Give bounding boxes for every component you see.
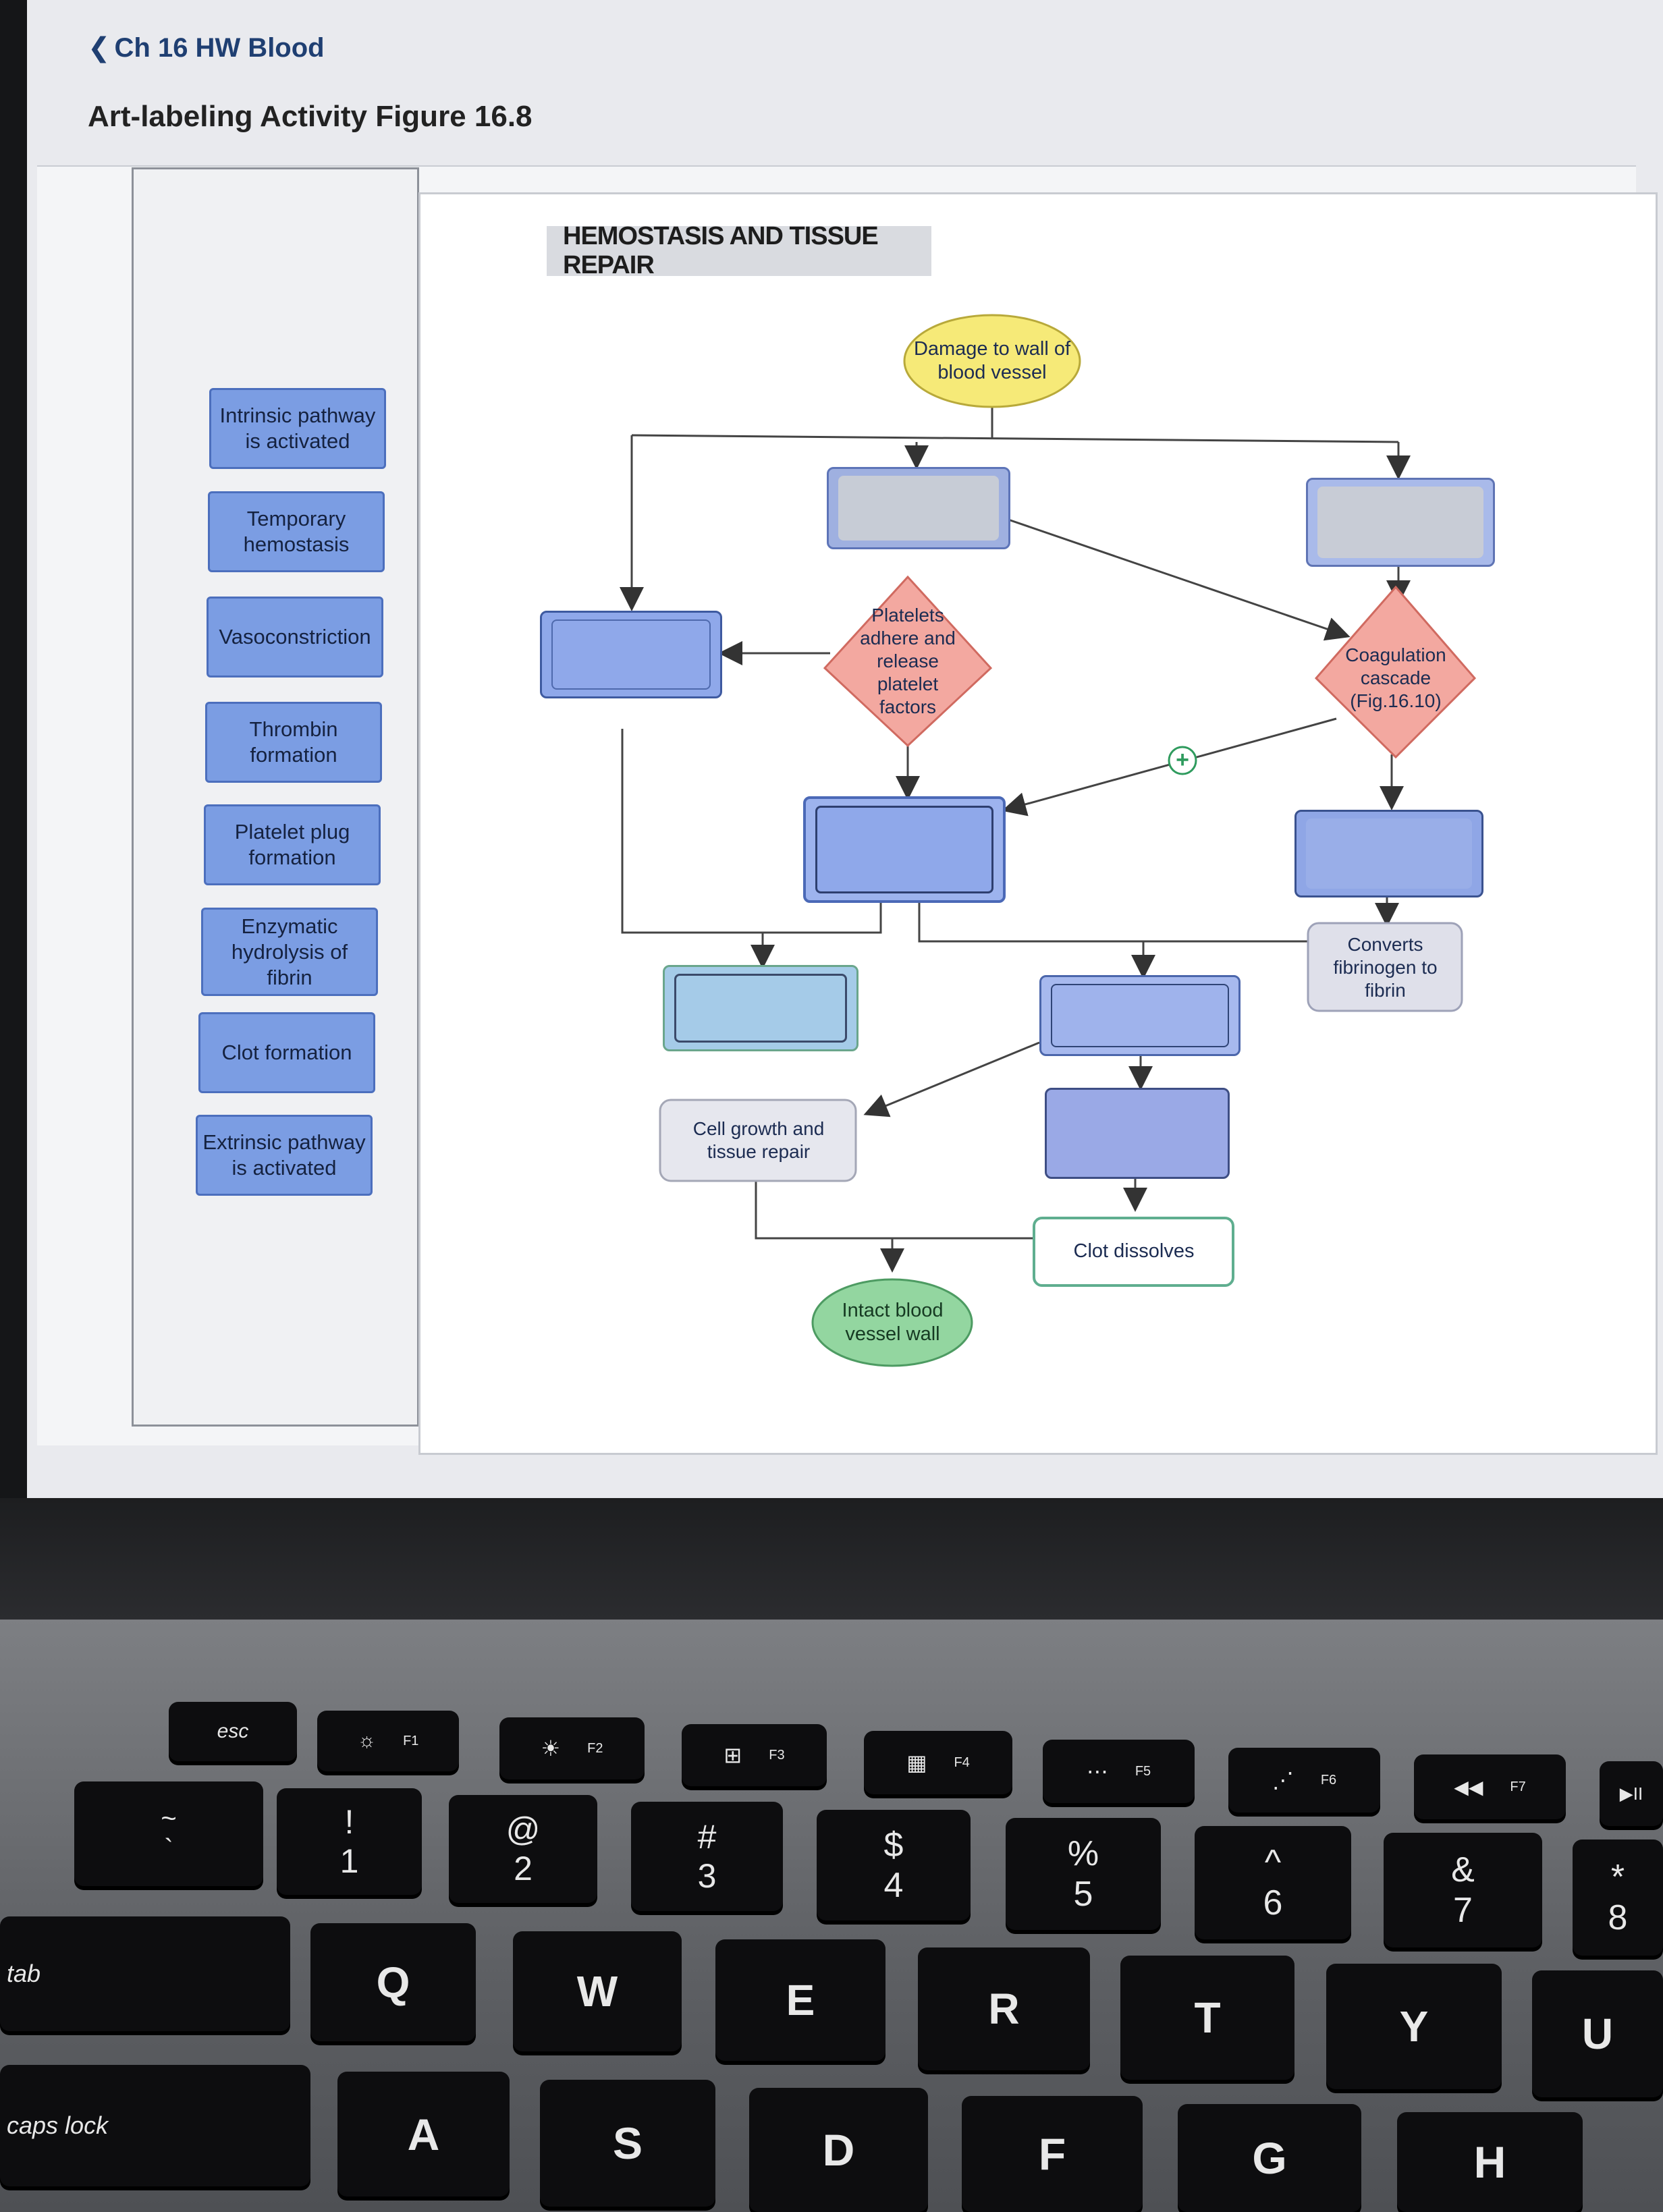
key-e[interactable]: E xyxy=(715,1939,885,2061)
platelets-node-shape xyxy=(823,575,993,748)
intact-node-label: Intact blood vessel wall xyxy=(842,1299,944,1345)
key-f1[interactable]: ☼F1 xyxy=(317,1711,459,1771)
key-3[interactable]: #3 xyxy=(631,1802,783,1911)
label-vasoconstriction[interactable]: Vasoconstriction xyxy=(207,597,383,678)
back-link-label: Ch 16 HW Blood xyxy=(114,33,325,63)
key-f8[interactable]: ▶II xyxy=(1600,1761,1663,1826)
label-platelet-plug-formation[interactable]: Platelet plug formation xyxy=(204,804,381,885)
key-2[interactable]: @2 xyxy=(449,1795,597,1903)
key-tab[interactable]: tab xyxy=(0,1916,290,2031)
label-thrombin-formation[interactable]: Thrombin formation xyxy=(205,702,382,783)
key-f[interactable]: F xyxy=(962,2096,1143,2212)
figure-title: HEMOSTASIS AND TISSUE REPAIR xyxy=(547,222,931,279)
key-1[interactable]: !1 xyxy=(277,1788,422,1895)
drop-target-7[interactable] xyxy=(1039,975,1241,1056)
damage-node-shape xyxy=(903,314,1081,408)
key-s[interactable]: S xyxy=(540,2080,715,2207)
key-7[interactable]: &7 xyxy=(1384,1833,1542,1947)
label-temporary-hemostasis[interactable]: Temporary hemostasis xyxy=(208,491,385,572)
drop-target-1[interactable] xyxy=(827,467,1010,549)
page-title: Art-labeling Activity Figure 16.8 xyxy=(88,100,533,133)
plus-sign-label: + xyxy=(1176,747,1189,773)
key-t[interactable]: T xyxy=(1120,1956,1294,2080)
label-extrinsic-pathway[interactable]: Extrinsic pathway is activated xyxy=(196,1115,373,1196)
drop-target-5[interactable] xyxy=(1294,810,1483,897)
key-backtick[interactable]: ~` xyxy=(74,1781,263,1886)
key-f7[interactable]: ◀◀F7 xyxy=(1414,1754,1566,1819)
platelets-node-label: Platelets adhere and release platelet fa… xyxy=(860,604,956,718)
connector-lines xyxy=(620,405,1411,1273)
drop-target-4[interactable] xyxy=(803,796,1006,903)
key-y[interactable]: Y xyxy=(1326,1964,1502,2089)
drop-target-2[interactable] xyxy=(1306,478,1495,567)
key-esc[interactable]: esc xyxy=(169,1702,297,1761)
label-clot-formation[interactable]: Clot formation xyxy=(198,1012,375,1093)
cell-growth-node-label: Cell growth and tissue repair xyxy=(692,1117,825,1162)
chevron-left-icon: ❮ xyxy=(88,33,111,63)
drop-target-8[interactable] xyxy=(1045,1088,1230,1179)
key-5[interactable]: %5 xyxy=(1006,1818,1161,1930)
drop-target-3[interactable] xyxy=(540,611,722,698)
key-4[interactable]: $4 xyxy=(817,1810,971,1920)
converts-node-label: Converts fibrinogen to fibrin xyxy=(1333,933,1438,1001)
damage-node-label: Damage to wall of blood vessel xyxy=(913,337,1071,383)
screen-bezel xyxy=(0,1498,1663,1620)
key-f2[interactable]: ☀F2 xyxy=(499,1717,645,1779)
key-q[interactable]: Q xyxy=(310,1923,476,2041)
key-d[interactable]: D xyxy=(749,2088,928,2212)
cell-growth-node-shape xyxy=(659,1099,857,1182)
key-f3[interactable]: ⊞F3 xyxy=(682,1724,827,1786)
coag-node-shape xyxy=(1314,585,1477,759)
key-a[interactable]: A xyxy=(337,2072,510,2196)
key-r[interactable]: R xyxy=(918,1947,1090,2070)
coag-node-label: Coagulation cascade (Fig.16.10) xyxy=(1345,644,1446,712)
drop-target-6[interactable] xyxy=(663,965,858,1051)
key-f5[interactable]: ⋯F5 xyxy=(1043,1740,1195,1803)
flowchart-connectors xyxy=(620,314,1477,1367)
intact-node-shape xyxy=(811,1278,973,1367)
clot-dissolves-node-label: Clot dissolves xyxy=(1073,1240,1195,1263)
key-g[interactable]: G xyxy=(1178,2104,1361,2212)
clot-dissolves-node-shape xyxy=(1033,1217,1234,1287)
label-intrinsic-pathway[interactable]: Intrinsic pathway is activated xyxy=(209,388,386,469)
label-bank xyxy=(132,167,419,1427)
back-link[interactable]: ❮Ch 16 HW Blood xyxy=(88,32,325,63)
key-h[interactable]: H xyxy=(1397,2112,1583,2212)
label-enzymatic-hydrolysis[interactable]: Enzymatic hydrolysis of fibrin xyxy=(201,908,378,997)
key-f4[interactable]: ▦F4 xyxy=(864,1731,1012,1794)
key-6[interactable]: ^6 xyxy=(1195,1826,1351,1939)
key-w[interactable]: W xyxy=(513,1931,682,2051)
key-f6[interactable]: ⋰F6 xyxy=(1228,1748,1380,1813)
key-caps-lock[interactable]: caps lock xyxy=(0,2065,310,2186)
key-8[interactable]: *8 xyxy=(1573,1840,1663,1956)
key-u[interactable]: U xyxy=(1532,1970,1663,2097)
plus-icon xyxy=(1168,746,1197,775)
converts-node-shape xyxy=(1307,922,1463,1012)
